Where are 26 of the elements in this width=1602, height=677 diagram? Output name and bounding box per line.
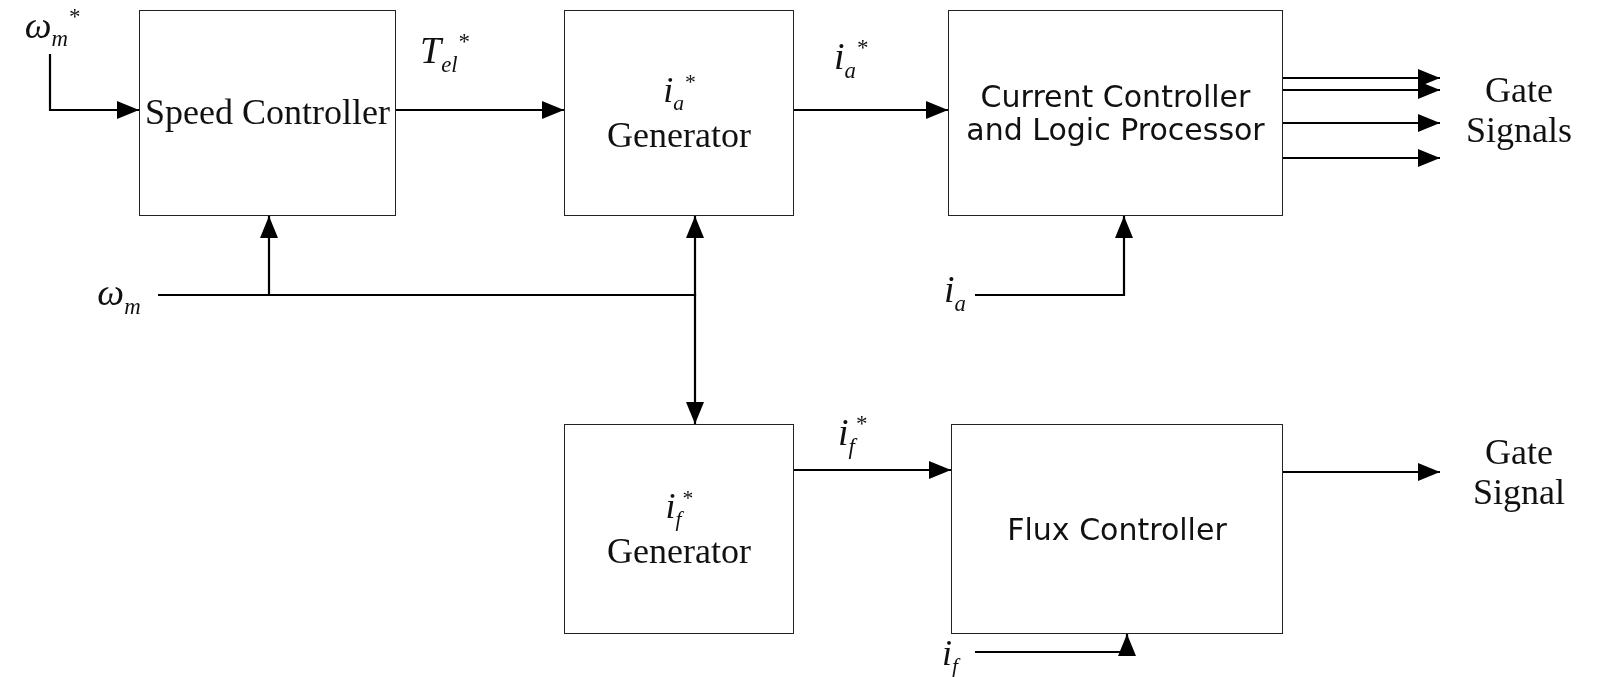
box-label: Current Controller and Logic Processor (965, 80, 1266, 146)
arrow (1283, 114, 1440, 132)
process-box (564, 424, 794, 634)
arrow (396, 101, 564, 119)
signal-label: Gate Signal (1472, 432, 1566, 513)
signal-label: Gate Signals (1465, 70, 1573, 151)
box-label: Generator (607, 115, 751, 156)
arrow (158, 293, 704, 424)
arrow (975, 634, 1136, 656)
box-label: Generator (607, 531, 751, 572)
box-label: Flux Controller (1007, 512, 1227, 546)
arrow (1283, 149, 1440, 167)
arrow (48, 54, 139, 119)
process-box (564, 10, 794, 216)
process-box (948, 10, 1283, 216)
arrow (794, 101, 948, 119)
signal-label: i$_{a}$ (944, 268, 966, 316)
process-box (951, 424, 1283, 634)
box-label: Speed Controller (145, 93, 390, 133)
arrow (1283, 463, 1440, 481)
arrow (1283, 69, 1440, 87)
signal-label: ω$_{m}$ (97, 271, 141, 319)
arrow (975, 216, 1133, 297)
arrow (794, 461, 951, 479)
arrow (1283, 81, 1440, 99)
process-box (139, 10, 396, 216)
